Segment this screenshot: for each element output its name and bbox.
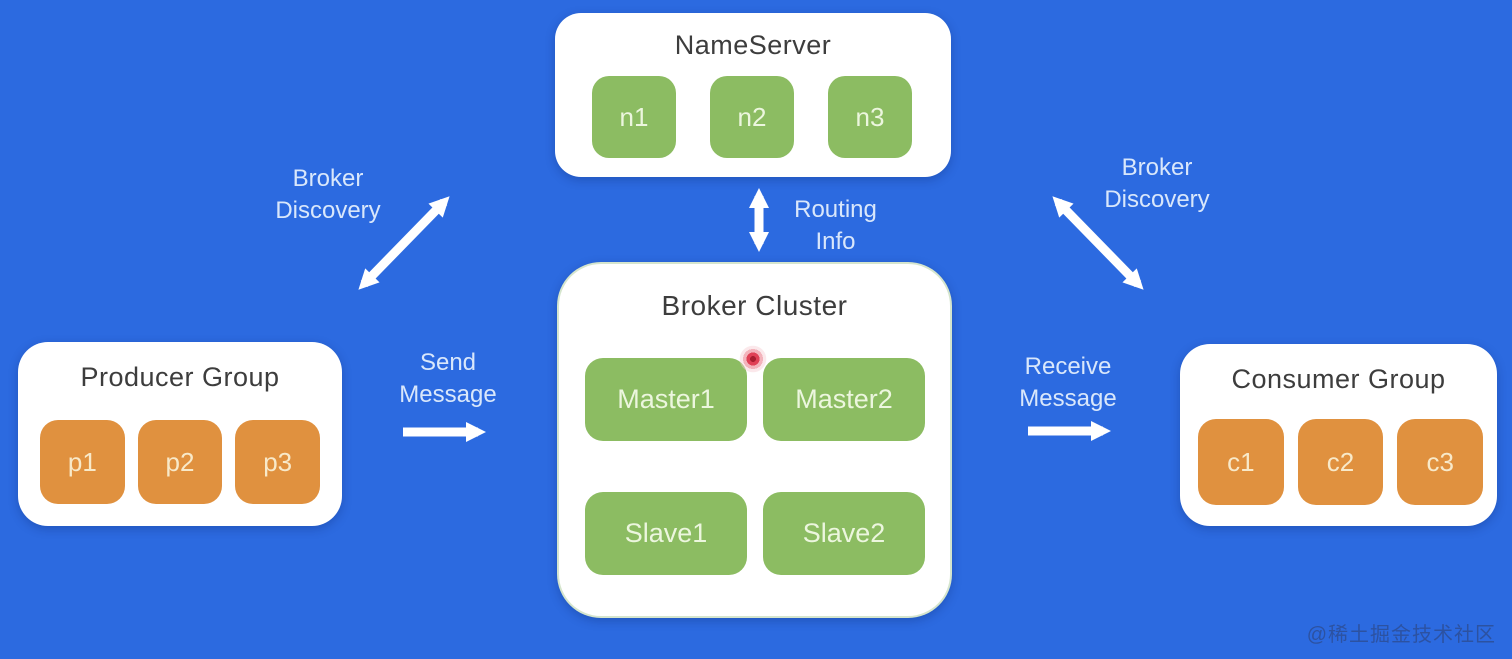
broker-discovery-left-label: Broker Discovery [243, 163, 413, 227]
nameserver-node-n3: n3 [828, 76, 912, 158]
consumer-node-c2: c2 [1297, 419, 1384, 505]
producer-group-title: Producer Group [80, 362, 280, 392]
producer-node-p1: p1 [40, 420, 125, 504]
consumer-node-row: c1 c2 c3 [1180, 419, 1497, 505]
consumer-node-c1: c1 [1198, 419, 1284, 505]
broker-discovery-left-label-line1: Broker [292, 165, 364, 192]
broker-discovery-right-label-line2: Discovery [1104, 186, 1210, 213]
broker-discovery-left-label-line2: Discovery [275, 197, 381, 224]
producer-node-p3: p3 [235, 420, 321, 504]
broker-cluster-title: Broker Cluster [661, 290, 848, 321]
consumer-node-c3: c3 [1397, 419, 1484, 505]
broker-node-slave2: Slave2 [763, 492, 925, 575]
routing-info-label-line2: Info [815, 228, 856, 255]
broker-cluster-node-grid: Master1 Master2 Slave1 Slave2 [585, 358, 950, 575]
consumer-group-title: Consumer Group [1231, 364, 1446, 394]
producer-group-panel: Producer Group p1 p2 p3 [18, 342, 342, 526]
red-pointer-dot-icon [739, 345, 767, 373]
producer-node-p2: p2 [137, 420, 223, 504]
receive-message-label-line1: Receive [1024, 353, 1112, 380]
receive-message-label: Receive Message [1002, 351, 1134, 415]
routing-info-label-line1: Routing [794, 196, 877, 223]
nameserver-group-panel: NameServer n1 n2 n3 [555, 13, 951, 177]
nameserver-node-n1: n1 [592, 76, 676, 158]
producer-node-row: p1 p2 p3 [18, 420, 342, 504]
send-message-label: Send Message [384, 347, 512, 411]
nameserver-node-n2: n2 [710, 76, 794, 158]
broker-node-master2: Master2 [763, 358, 925, 441]
receive-message-label-line2: Message [1019, 385, 1117, 412]
consumer-group-panel: Consumer Group c1 c2 c3 [1180, 344, 1497, 526]
routing-info-label: Routing Info [778, 194, 893, 258]
broker-cluster-group-panel: Broker Cluster Master1 Master2 Slave1 Sl… [557, 262, 952, 618]
nameserver-node-row: n1 n2 n3 [555, 76, 951, 158]
nameserver-title: NameServer [674, 30, 832, 60]
broker-discovery-right-label-line1: Broker [1121, 154, 1193, 181]
broker-node-slave1: Slave1 [585, 492, 747, 575]
send-message-label-line2: Message [399, 381, 497, 408]
watermark-text: @稀土掘金技术社区 [1306, 624, 1496, 646]
send-message-label-line1: Send [419, 349, 477, 376]
broker-discovery-right-label: Broker Discovery [1072, 152, 1242, 216]
broker-node-master1: Master1 [585, 358, 747, 441]
